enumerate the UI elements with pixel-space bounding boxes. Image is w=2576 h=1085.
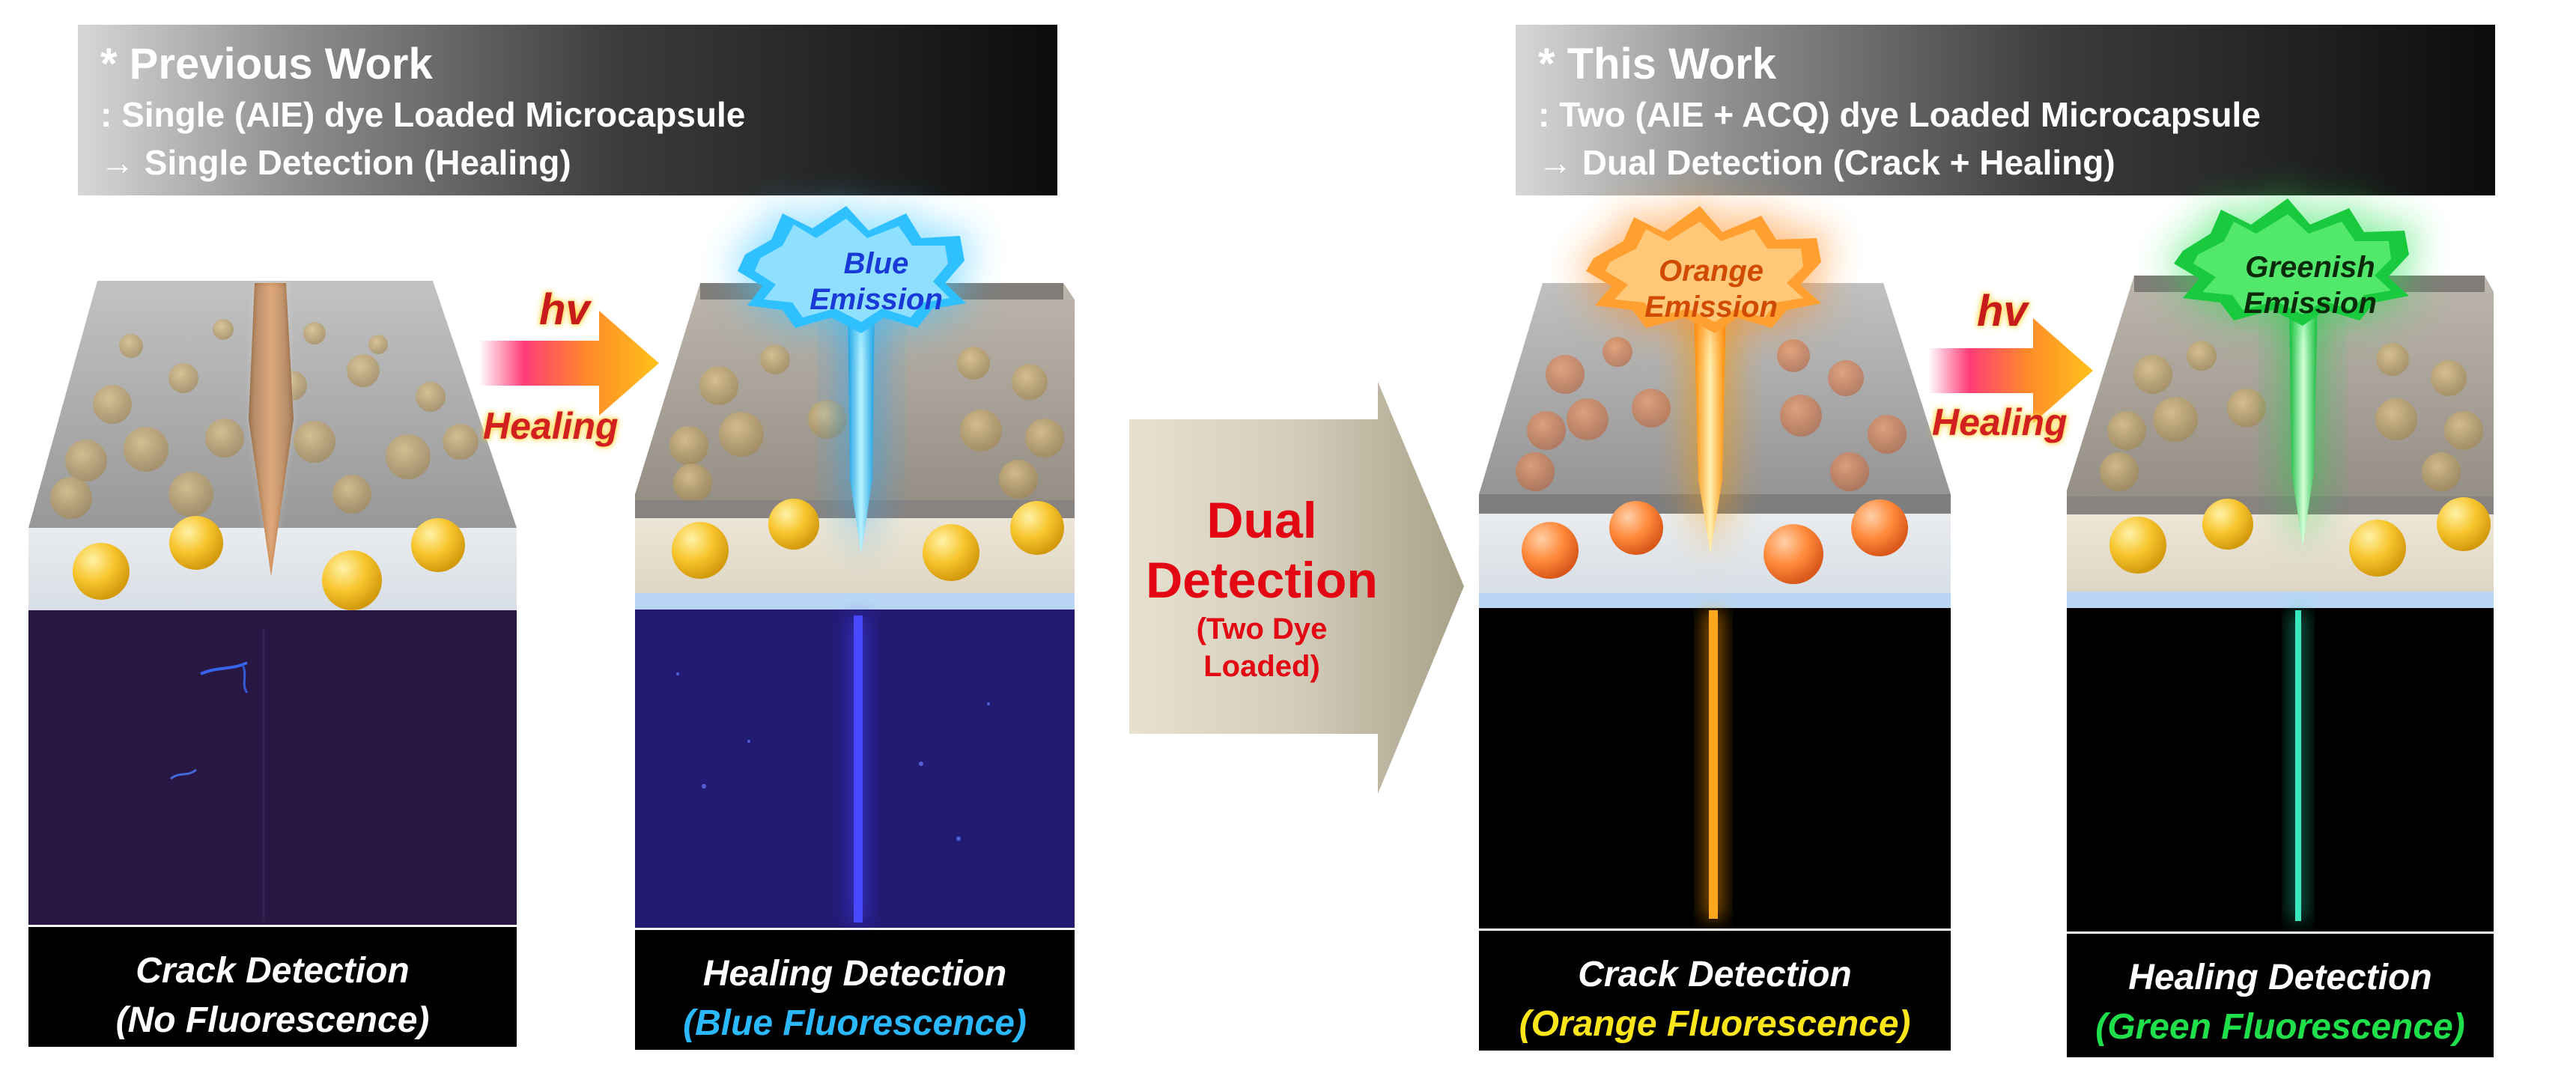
previous-work-header: * Previous Work : Single (AIE) dye Loade… (78, 25, 1057, 195)
dual-detection-label: Dual Detection (Two Dye Loaded) (1146, 492, 1378, 683)
panel-1-sample (28, 281, 517, 925)
green-emission-label: Greenish Emission (2244, 251, 2377, 320)
previous-work-line1: : Single (AIE) dye Loaded Microcapsule (100, 95, 746, 134)
caption-panel-1: Crack Detection (No Fluorescence) (28, 927, 517, 1047)
hv-healing-arrow-1 (479, 311, 659, 416)
previous-work-title: * Previous Work (100, 40, 433, 88)
healing-label-2: Healing (1932, 401, 2068, 443)
this-work-title: * This Work (1538, 40, 1776, 88)
this-work-header: * This Work : Two (AIE + ACQ) dye Loaded… (1516, 25, 2495, 195)
blue-emission-label: Blue Emission (809, 247, 943, 316)
hv-label-2: hv (1977, 287, 2028, 335)
caption-panel-3: Crack Detection (Orange Fluorescence) (1479, 931, 1951, 1051)
orange-emission-label: Orange Emission (1644, 255, 1778, 323)
previous-work-line2: → Single Detection (Healing) (100, 143, 571, 182)
panel-4-sample (2067, 187, 2494, 931)
dual-detection-arrow (1129, 382, 1464, 794)
this-work-line2: → Dual Detection (Crack + Healing) (1538, 143, 2115, 182)
caption-panel-4: Healing Detection (Green Fluorescence) (2067, 934, 2494, 1057)
hv-label-1: hv (539, 285, 590, 334)
this-work-line1: : Two (AIE + ACQ) dye Loaded Microcapsul… (1538, 95, 2261, 134)
panel-3-sample (1479, 195, 1951, 929)
hv-healing-arrow-2 (1928, 318, 2093, 423)
healing-label-1: Healing (483, 405, 619, 447)
caption-panel-2: Healing Detection (Blue Fluorescence) (635, 930, 1075, 1050)
panel-2-sample (635, 198, 1075, 928)
